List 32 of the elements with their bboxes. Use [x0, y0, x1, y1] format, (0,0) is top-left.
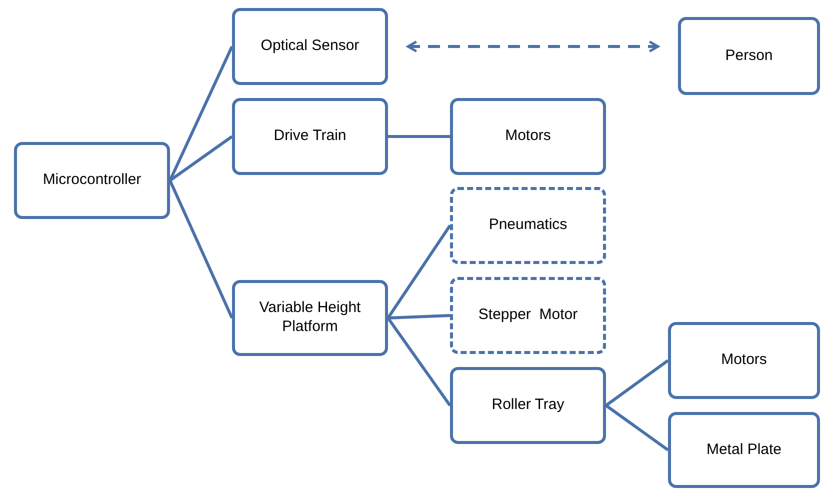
node-label: Roller Tray: [492, 396, 564, 415]
node-label: Metal Plate: [706, 440, 782, 460]
connector-line: [388, 135, 450, 138]
connector-line: [169, 135, 233, 182]
node-label: Variable Height Platform: [258, 299, 362, 337]
connector-line: [605, 359, 669, 407]
connector-line: [386, 224, 452, 319]
process-box: [232, 280, 388, 356]
process-box: [232, 8, 388, 85]
process-box: [668, 412, 820, 488]
connector-line: [605, 404, 669, 452]
node-label: Stepper Motor: [478, 306, 578, 325]
connector-line: [168, 46, 234, 182]
node-label: Pneumatics: [488, 216, 568, 235]
node-label: Microcontroller: [42, 171, 142, 190]
process-box: [450, 98, 606, 175]
double-arrow: [406, 40, 660, 52]
process-box: [450, 367, 606, 444]
node-label: Person: [725, 46, 773, 66]
process-box: [450, 277, 606, 354]
node-label: Optical Sensor: [260, 37, 360, 56]
process-box: [668, 322, 820, 399]
connector-line: [388, 314, 450, 320]
process-box: [14, 142, 170, 219]
process-box: [678, 17, 820, 95]
node-label: Drive Train: [274, 127, 346, 146]
process-box: [450, 187, 606, 264]
node-label: Motors: [505, 127, 551, 146]
connector-line: [386, 317, 452, 406]
node-label: Motors: [721, 351, 767, 370]
connector-line: [168, 180, 234, 319]
process-box: [232, 98, 388, 175]
